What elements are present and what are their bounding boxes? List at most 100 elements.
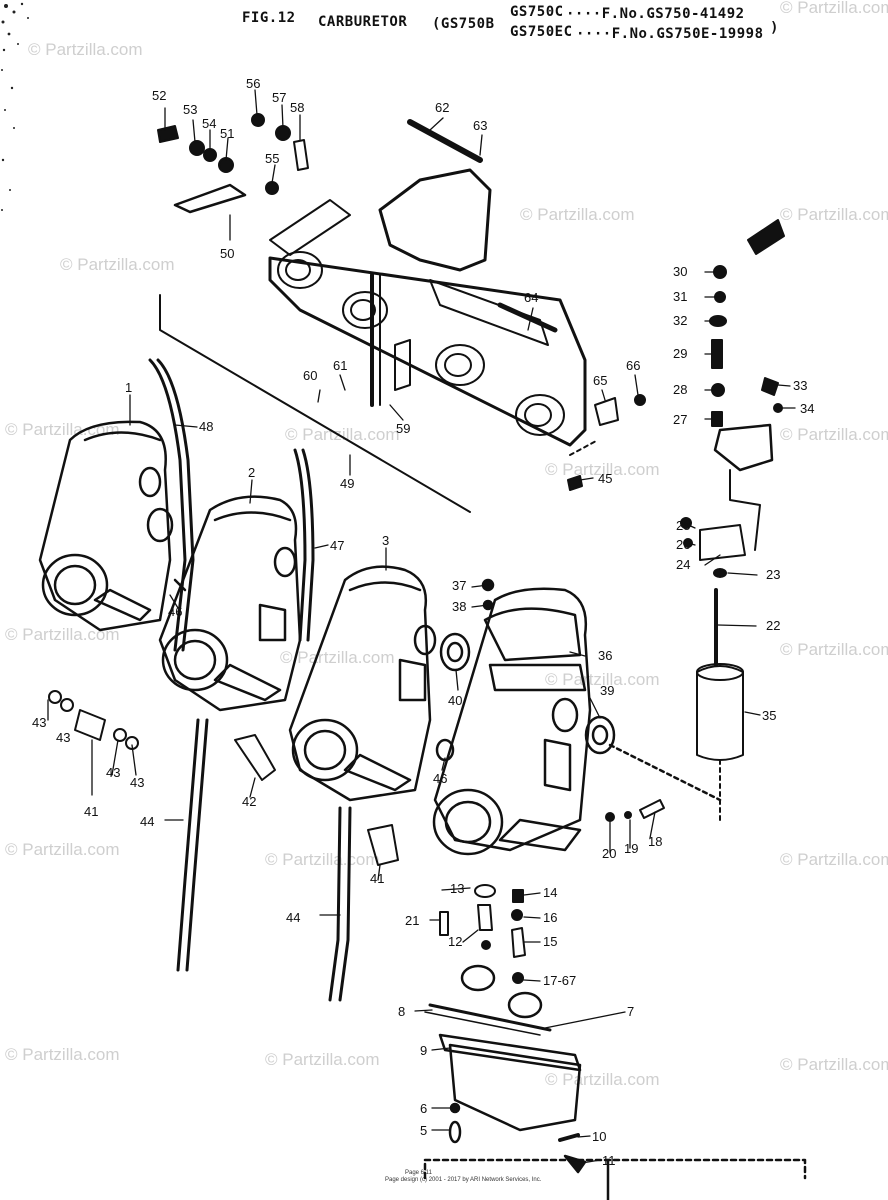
- callout-31: 31: [673, 289, 687, 304]
- callout-52: 52: [152, 88, 166, 103]
- callout-16: 16: [543, 910, 557, 925]
- callout-25: 25: [676, 518, 690, 533]
- watermark: © Partzilla.com: [265, 1050, 380, 1069]
- watermark: © Partzilla.com: [780, 640, 888, 659]
- callout-7: 7: [627, 1004, 634, 1019]
- callout-24: 24: [676, 557, 690, 572]
- callout-38: 38: [452, 599, 466, 614]
- callout-32: 32: [673, 313, 687, 328]
- callout-64: 64: [524, 290, 538, 305]
- callout-30: 30: [673, 264, 687, 279]
- callout-55: 55: [265, 151, 279, 166]
- callout-56: 56: [246, 76, 260, 91]
- callout-43: 43: [32, 715, 46, 730]
- callout-1: 1: [125, 380, 132, 395]
- watermark: © Partzilla.com: [265, 850, 380, 869]
- callout-37: 37: [452, 578, 466, 593]
- carburetor-body-2: [158, 495, 302, 712]
- callout-57: 57: [272, 90, 286, 105]
- callout-50: 50: [220, 246, 234, 261]
- footer-page: Page 6/11: [405, 1170, 432, 1176]
- watermark: © Partzilla.com: [780, 425, 888, 444]
- small-hardware-top: [157, 113, 309, 195]
- figure-number: FIG.12: [242, 10, 296, 26]
- watermark: © Partzilla.com: [545, 460, 660, 479]
- watermark: © Partzilla.com: [780, 850, 888, 869]
- figure-title: CARBURETOR: [318, 14, 408, 30]
- callout-47: 47: [330, 538, 344, 553]
- callout-53: 53: [183, 102, 197, 117]
- watermark: © Partzilla.com: [285, 425, 400, 444]
- callout-58: 58: [290, 100, 304, 115]
- callout-labels: 52 53 54 51 56 57 58 55 50 62 63 64 66 6…: [32, 76, 814, 1168]
- footer-copyright: Page design (c) 2001 - 2017 by ARI Netwo…: [385, 1177, 542, 1183]
- model-group: (GS750B: [432, 16, 495, 32]
- callout-18: 18: [648, 834, 662, 849]
- float-bowl-assembly: [423, 964, 807, 1200]
- scan-noise: [1, 2, 29, 211]
- watermark: © Partzilla.com: [5, 1045, 120, 1064]
- callout-59: 59: [396, 421, 410, 436]
- callout-10: 10: [592, 1129, 606, 1144]
- callout-17-67: 17-67: [543, 973, 576, 988]
- watermark: © Partzilla.com: [280, 648, 395, 667]
- callout-66: 66: [626, 358, 640, 373]
- callout-15: 15: [543, 934, 557, 949]
- callout-44: 44: [140, 814, 154, 829]
- model-c: GS750C: [510, 4, 564, 20]
- callout-29: 29: [673, 346, 687, 361]
- callout-45: 45: [598, 471, 612, 486]
- callout-60: 60: [303, 368, 317, 383]
- watermark: © Partzilla.com: [545, 1070, 660, 1089]
- watermark: © Partzilla.com: [520, 205, 635, 224]
- callout-12: 12: [448, 934, 462, 949]
- callout-61: 61: [333, 358, 347, 373]
- callout-62: 62: [435, 100, 449, 115]
- callout-26: 26: [676, 537, 690, 552]
- callout-43: 43: [106, 765, 120, 780]
- callout-8: 8: [398, 1004, 405, 1019]
- callout-40: 40: [448, 693, 462, 708]
- callout-51: 51: [220, 126, 234, 141]
- watermark: © Partzilla.com: [5, 420, 120, 439]
- watermark: © Partzilla.com: [5, 625, 120, 644]
- enrichener-parts: [680, 265, 783, 821]
- callout-63: 63: [473, 118, 487, 133]
- watermark: © Partzilla.com: [780, 205, 888, 224]
- callout-21: 21: [405, 913, 419, 928]
- callout-13: 13: [450, 881, 464, 896]
- throttle-linkage-frame: [159, 119, 646, 513]
- callout-5: 5: [420, 1123, 427, 1138]
- callout-14: 14: [543, 885, 557, 900]
- callout-19: 19: [624, 841, 638, 856]
- callout-6: 6: [420, 1101, 427, 1116]
- frame-range-ec: ····F.No.GS750E-19998: [576, 26, 764, 42]
- watermark: © Partzilla.com: [780, 1055, 888, 1074]
- callout-41: 41: [84, 804, 98, 819]
- callout-23: 23: [766, 567, 780, 582]
- watermark: © Partzilla.com: [60, 255, 175, 274]
- callout-20: 20: [602, 846, 616, 861]
- callout-44: 44: [286, 910, 300, 925]
- jet-parts: [439, 884, 526, 984]
- watermark: © Partzilla.com: [545, 670, 660, 689]
- carburetor-body-3: [288, 565, 437, 802]
- callout-34: 34: [800, 401, 814, 416]
- callout-46: 46: [433, 771, 447, 786]
- model-ec: GS750EC: [510, 24, 573, 40]
- callout-39: 39: [600, 683, 614, 698]
- watermark: © Partzilla.com: [5, 840, 120, 859]
- callout-48: 48: [199, 419, 213, 434]
- callout-35: 35: [762, 708, 776, 723]
- title-close-paren: ): [770, 20, 779, 36]
- callout-65: 65: [593, 373, 607, 388]
- fuel-joints: [48, 690, 399, 866]
- leader-lines: [47, 89, 796, 1164]
- carburetor-body-4: [432, 587, 592, 856]
- carburetor-body-1: [38, 420, 187, 632]
- callout-33: 33: [793, 378, 807, 393]
- callout-46: 46: [168, 604, 182, 619]
- callout-2: 2: [248, 465, 255, 480]
- watermark: © Partzilla.com: [780, 0, 888, 17]
